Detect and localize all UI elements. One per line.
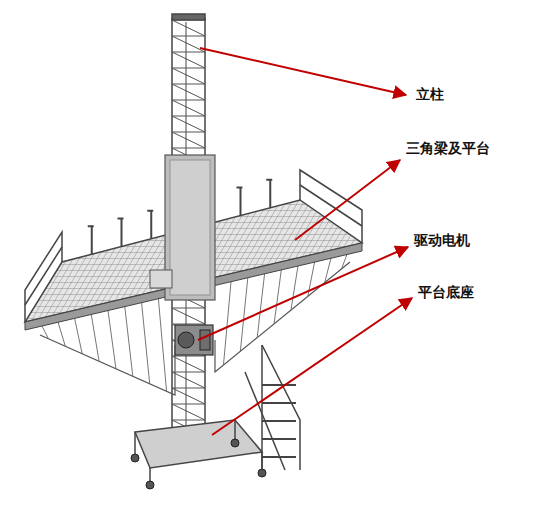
part-label: 平台底座 xyxy=(416,284,476,302)
part-label: 驱动电机 xyxy=(412,232,472,250)
wheel xyxy=(131,439,266,489)
drive-motor xyxy=(175,325,213,355)
leader-arrow xyxy=(198,48,412,435)
part-label: 三角梁及平台 xyxy=(404,140,492,158)
platform-base xyxy=(135,420,262,482)
part-label: 立柱 xyxy=(414,86,446,104)
